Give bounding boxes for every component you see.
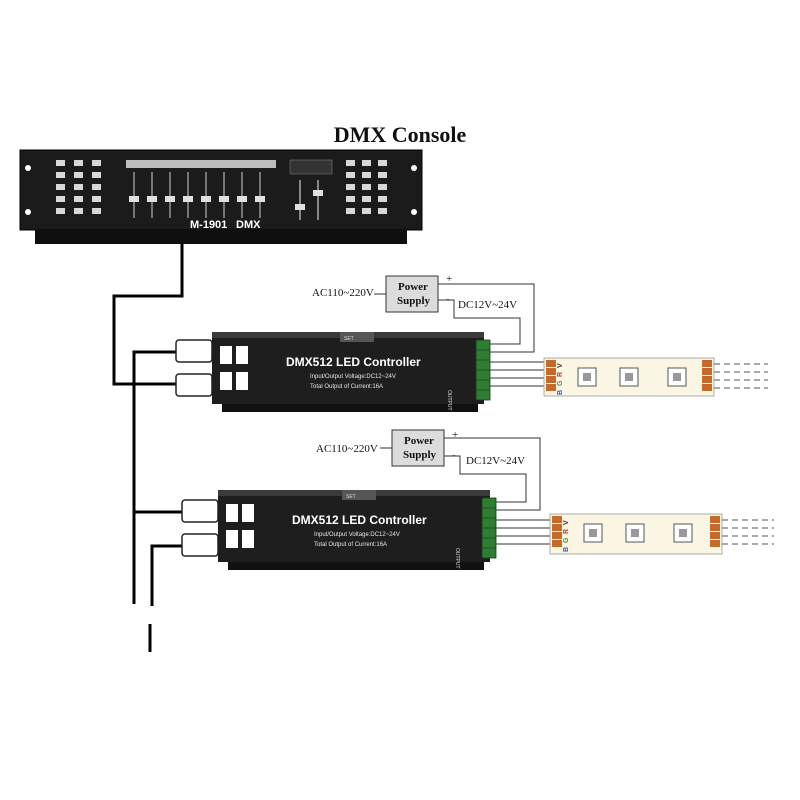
controller-output-label: OUTPUT xyxy=(446,390,452,411)
rack-ear-hole-icon xyxy=(411,209,417,215)
dc-output-label: DC12V~24V xyxy=(458,299,517,311)
dmx-bus-cable xyxy=(112,244,186,652)
controller-voltage-spec: Input/Output Voltage:DC12~24V xyxy=(310,374,396,380)
psu-wires xyxy=(444,437,541,511)
controller-title: DMX512 LED Controller xyxy=(292,513,427,527)
controller-body xyxy=(218,490,490,562)
console-button-grid-left xyxy=(56,160,101,214)
power-supply-box xyxy=(391,429,445,467)
controller-voltage-spec: Input/Output Voltage:DC12~24V xyxy=(314,532,400,538)
power-supply-label-line1: Power xyxy=(398,281,428,293)
controller-title: DMX512 LED Controller xyxy=(286,355,421,369)
controller-dip-switch-icon xyxy=(220,346,248,390)
strip-pin-v: V xyxy=(563,520,570,525)
rack-ear-hole-icon xyxy=(411,165,417,171)
rack-ear-hole-icon xyxy=(25,209,31,215)
console-faders xyxy=(126,160,276,218)
controller-body xyxy=(212,332,484,404)
strip-pin-g: G xyxy=(557,380,564,386)
psu-plus-label: + xyxy=(452,429,458,441)
power-supply-label-line2: Supply xyxy=(403,449,437,461)
power-supply-box xyxy=(385,275,439,313)
console-title: DMX Console xyxy=(333,122,467,147)
strip-pins xyxy=(552,516,720,547)
controller-output-label: OUTPUT xyxy=(454,548,460,569)
strip-pin-b: B xyxy=(563,547,570,552)
console-dmx-label: DMX xyxy=(236,219,261,231)
controller-group-2: SET DMX512 LED Controller Input/Output V… xyxy=(181,429,774,570)
xlr-connector-icon xyxy=(181,499,219,557)
controller-current-spec: Total Output of Current:16A xyxy=(314,542,387,548)
led-chip-icon xyxy=(577,367,687,387)
controller-current-spec: Total Output of Current:16A xyxy=(310,384,383,390)
strip-pin-r: R xyxy=(563,529,570,534)
rack-ear-hole-icon xyxy=(25,165,31,171)
controller-set-label: SET xyxy=(346,494,356,500)
strip-pins xyxy=(546,360,712,391)
output-wires xyxy=(496,519,554,545)
power-supply-label-line2: Supply xyxy=(397,295,431,307)
console-button-grid-right xyxy=(346,160,387,214)
psu-minus-label: - xyxy=(446,293,450,305)
psu-plus-label: + xyxy=(446,273,452,285)
strip-pin-b: B xyxy=(557,390,564,395)
strip-continuation xyxy=(714,363,768,389)
strip-pin-r: R xyxy=(557,372,564,377)
dmx-console: M-1901 DMX xyxy=(19,149,423,244)
console-display xyxy=(289,159,333,175)
ac-input-label: AC110~220V xyxy=(316,443,378,455)
strip-pin-v: V xyxy=(557,363,564,368)
led-chip-icon xyxy=(583,523,693,543)
controller-group-1: SET DMX512 LED Controller Input/Output V… xyxy=(175,273,768,412)
strip-pin-g: G xyxy=(563,537,570,543)
psu-minus-label: - xyxy=(452,449,456,461)
console-model-label: M-1901 xyxy=(190,219,227,231)
power-supply-label-line1: Power xyxy=(404,435,434,447)
console-master-faders xyxy=(299,180,319,220)
psu-wires xyxy=(438,283,535,353)
controller-set-label: SET xyxy=(344,336,354,342)
output-wires xyxy=(490,361,548,387)
dc-output-label: DC12V~24V xyxy=(466,455,525,467)
ac-input-label: AC110~220V xyxy=(312,287,374,299)
strip-continuation xyxy=(722,519,774,545)
xlr-connector-icon xyxy=(175,339,213,397)
controller-dip-switch-icon xyxy=(226,504,254,548)
